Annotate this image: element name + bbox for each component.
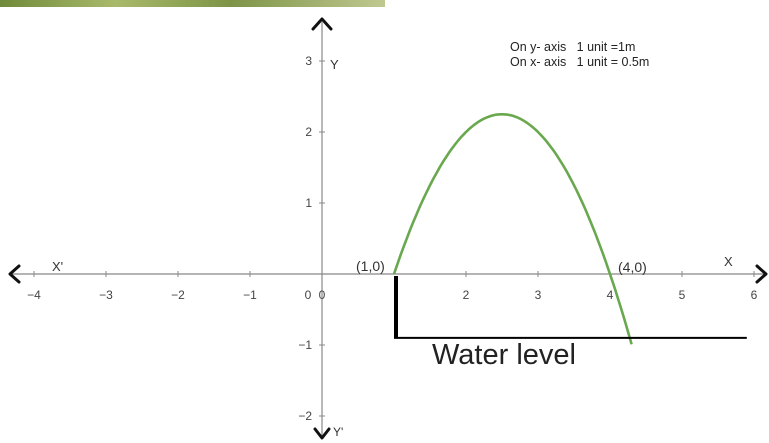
parabola-curve xyxy=(392,113,633,345)
x-axis-label: X xyxy=(724,254,733,269)
y-axis-arrow-up xyxy=(311,17,333,31)
x-tick-label: 5 xyxy=(679,288,686,302)
photo-strip xyxy=(0,0,385,7)
x-axis-arrow-left xyxy=(8,264,21,284)
x-tick-label: −4 xyxy=(27,288,41,302)
origin-label: 0 xyxy=(305,288,312,302)
x-tick-label: −1 xyxy=(243,288,257,302)
y-tick-label: 1 xyxy=(305,196,312,210)
y-tick-label: −2 xyxy=(298,409,312,423)
y-axis-arrow-down xyxy=(313,427,331,440)
y-tick-label: 2 xyxy=(305,125,312,139)
y-tick-label: −1 xyxy=(298,338,312,352)
x-tick-label: −3 xyxy=(99,288,113,302)
point-a-label: (1,0) xyxy=(356,258,385,274)
x-axis-negative-label: X' xyxy=(52,259,63,274)
x-tick-label: 4 xyxy=(607,288,614,302)
point-b-label: (4,0) xyxy=(618,259,647,275)
y-tick-label: 3 xyxy=(305,54,312,68)
x-tick-label: 2 xyxy=(463,288,470,302)
x-tick-label: 6 xyxy=(751,288,758,302)
x-scale-note: On x- axis 1 unit = 0.5m xyxy=(510,55,650,69)
y-axis-label: Y xyxy=(330,57,339,72)
y-axis-negative-label: Y' xyxy=(333,425,343,439)
x-tick-label: 3 xyxy=(535,288,542,302)
y-scale-note: On y- axis 1 unit =1m xyxy=(510,40,636,54)
water-level-label: Water level xyxy=(432,339,576,371)
x-axis-arrow-right xyxy=(755,264,768,284)
x-tick-label: 0 xyxy=(319,288,326,302)
x-tick-label: −2 xyxy=(171,288,185,302)
